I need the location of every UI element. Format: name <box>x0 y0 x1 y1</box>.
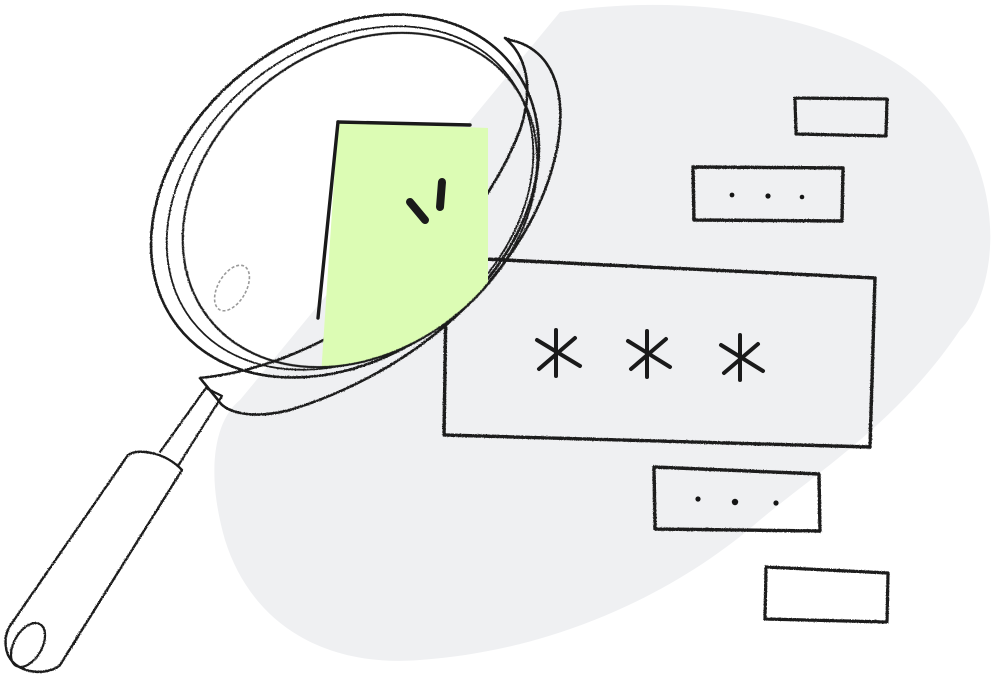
input-box-lower-dots <box>652 465 822 533</box>
input-box-bottom-right <box>763 565 890 624</box>
asterisk-icon <box>535 328 582 378</box>
lens-glass-edge <box>181 31 539 369</box>
input-box-top-right <box>793 96 889 138</box>
lens-highlight <box>213 264 251 312</box>
asterisk-icon <box>719 333 765 382</box>
partial-asterisk-icon <box>406 178 446 224</box>
handle-neck <box>158 386 224 468</box>
dots-icon <box>695 496 779 506</box>
dots-icon <box>729 192 805 200</box>
input-box-upper-dots <box>691 165 845 223</box>
asterisk-icon <box>626 329 672 379</box>
asterisk-icons <box>535 328 765 382</box>
lens-rim-side <box>198 36 562 416</box>
handle-grip <box>4 450 184 674</box>
